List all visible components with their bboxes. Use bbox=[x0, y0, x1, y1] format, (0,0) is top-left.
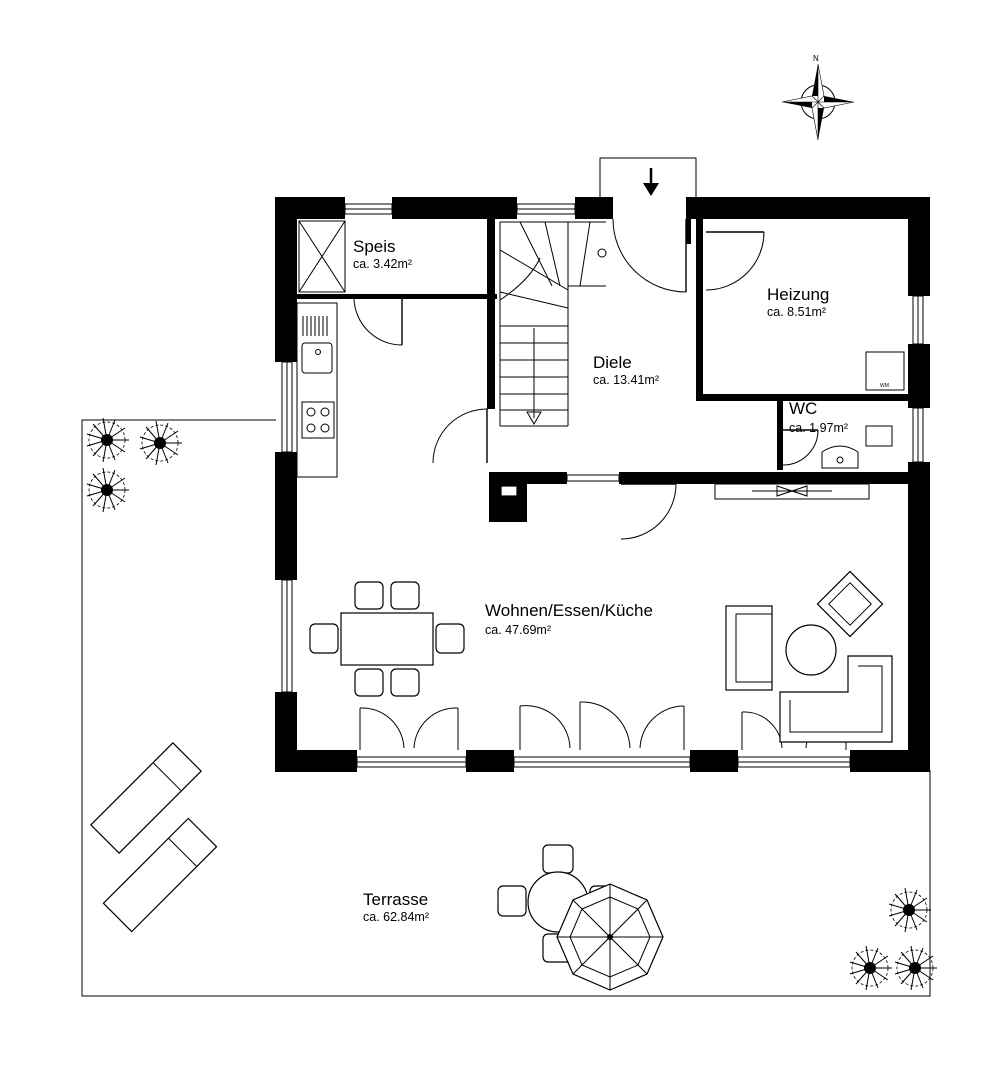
compass-icon: N bbox=[781, 54, 855, 141]
room-labels: Speis ca. 3.42m² Heizung ca. 8.51m² Diel… bbox=[353, 237, 848, 924]
plant-icon bbox=[849, 945, 892, 991]
sink-icon bbox=[301, 342, 333, 374]
terrace-outline bbox=[81, 419, 931, 997]
corner-sofa bbox=[779, 655, 893, 743]
room-name-speis: Speis bbox=[353, 237, 396, 256]
compass-north-label: N bbox=[813, 54, 819, 63]
living-furniture bbox=[725, 570, 893, 743]
wash-basin-icon bbox=[865, 425, 893, 447]
plant-icon bbox=[888, 887, 931, 933]
exterior-walls bbox=[275, 197, 930, 772]
wc-fixtures bbox=[821, 425, 893, 469]
staircase bbox=[499, 221, 607, 427]
plant-icon bbox=[86, 467, 129, 513]
plant-icon bbox=[894, 945, 937, 991]
room-area-wc: ca. 1.97m² bbox=[789, 421, 848, 435]
entrance-arrow-icon bbox=[643, 183, 659, 196]
sun-lounger-1 bbox=[89, 741, 203, 855]
toilet-icon bbox=[821, 445, 859, 469]
parasol-icon bbox=[556, 883, 664, 991]
room-area-diele: ca. 13.41m² bbox=[593, 373, 659, 387]
stove-icon bbox=[301, 401, 335, 439]
plant-icon bbox=[139, 420, 182, 466]
washing-machine-icon: WM bbox=[865, 351, 905, 391]
drainboard bbox=[302, 316, 328, 336]
armchair bbox=[816, 570, 884, 638]
tv-cabinet bbox=[714, 483, 870, 500]
interior-walls bbox=[297, 219, 908, 522]
room-name-wohnen: Wohnen/Essen/Küche bbox=[485, 601, 653, 620]
dining-table bbox=[340, 612, 434, 666]
terrace-doors bbox=[359, 701, 847, 750]
sun-lounger-2 bbox=[102, 817, 218, 933]
plant-icon bbox=[86, 417, 129, 463]
coffee-table bbox=[785, 624, 837, 676]
room-area-heizung: ca. 8.51m² bbox=[767, 305, 826, 319]
windows bbox=[281, 203, 924, 768]
room-name-diele: Diele bbox=[593, 353, 632, 372]
kitchen-counter bbox=[296, 302, 338, 478]
dining-set bbox=[309, 581, 465, 697]
room-name-heizung: Heizung bbox=[767, 285, 829, 304]
room-area-terrasse: ca. 62.84m² bbox=[363, 910, 429, 924]
room-area-wohnen: ca. 47.69m² bbox=[485, 623, 551, 637]
room-name-terrasse: Terrasse bbox=[363, 890, 428, 909]
room-area-speis: ca. 3.42m² bbox=[353, 257, 412, 271]
room-name-wc: WC bbox=[789, 399, 817, 418]
washer-label: WM bbox=[880, 383, 889, 389]
interior-doors bbox=[353, 218, 819, 540]
sofa bbox=[725, 605, 773, 691]
pantry-shelf bbox=[298, 220, 346, 293]
entrance bbox=[599, 157, 697, 197]
